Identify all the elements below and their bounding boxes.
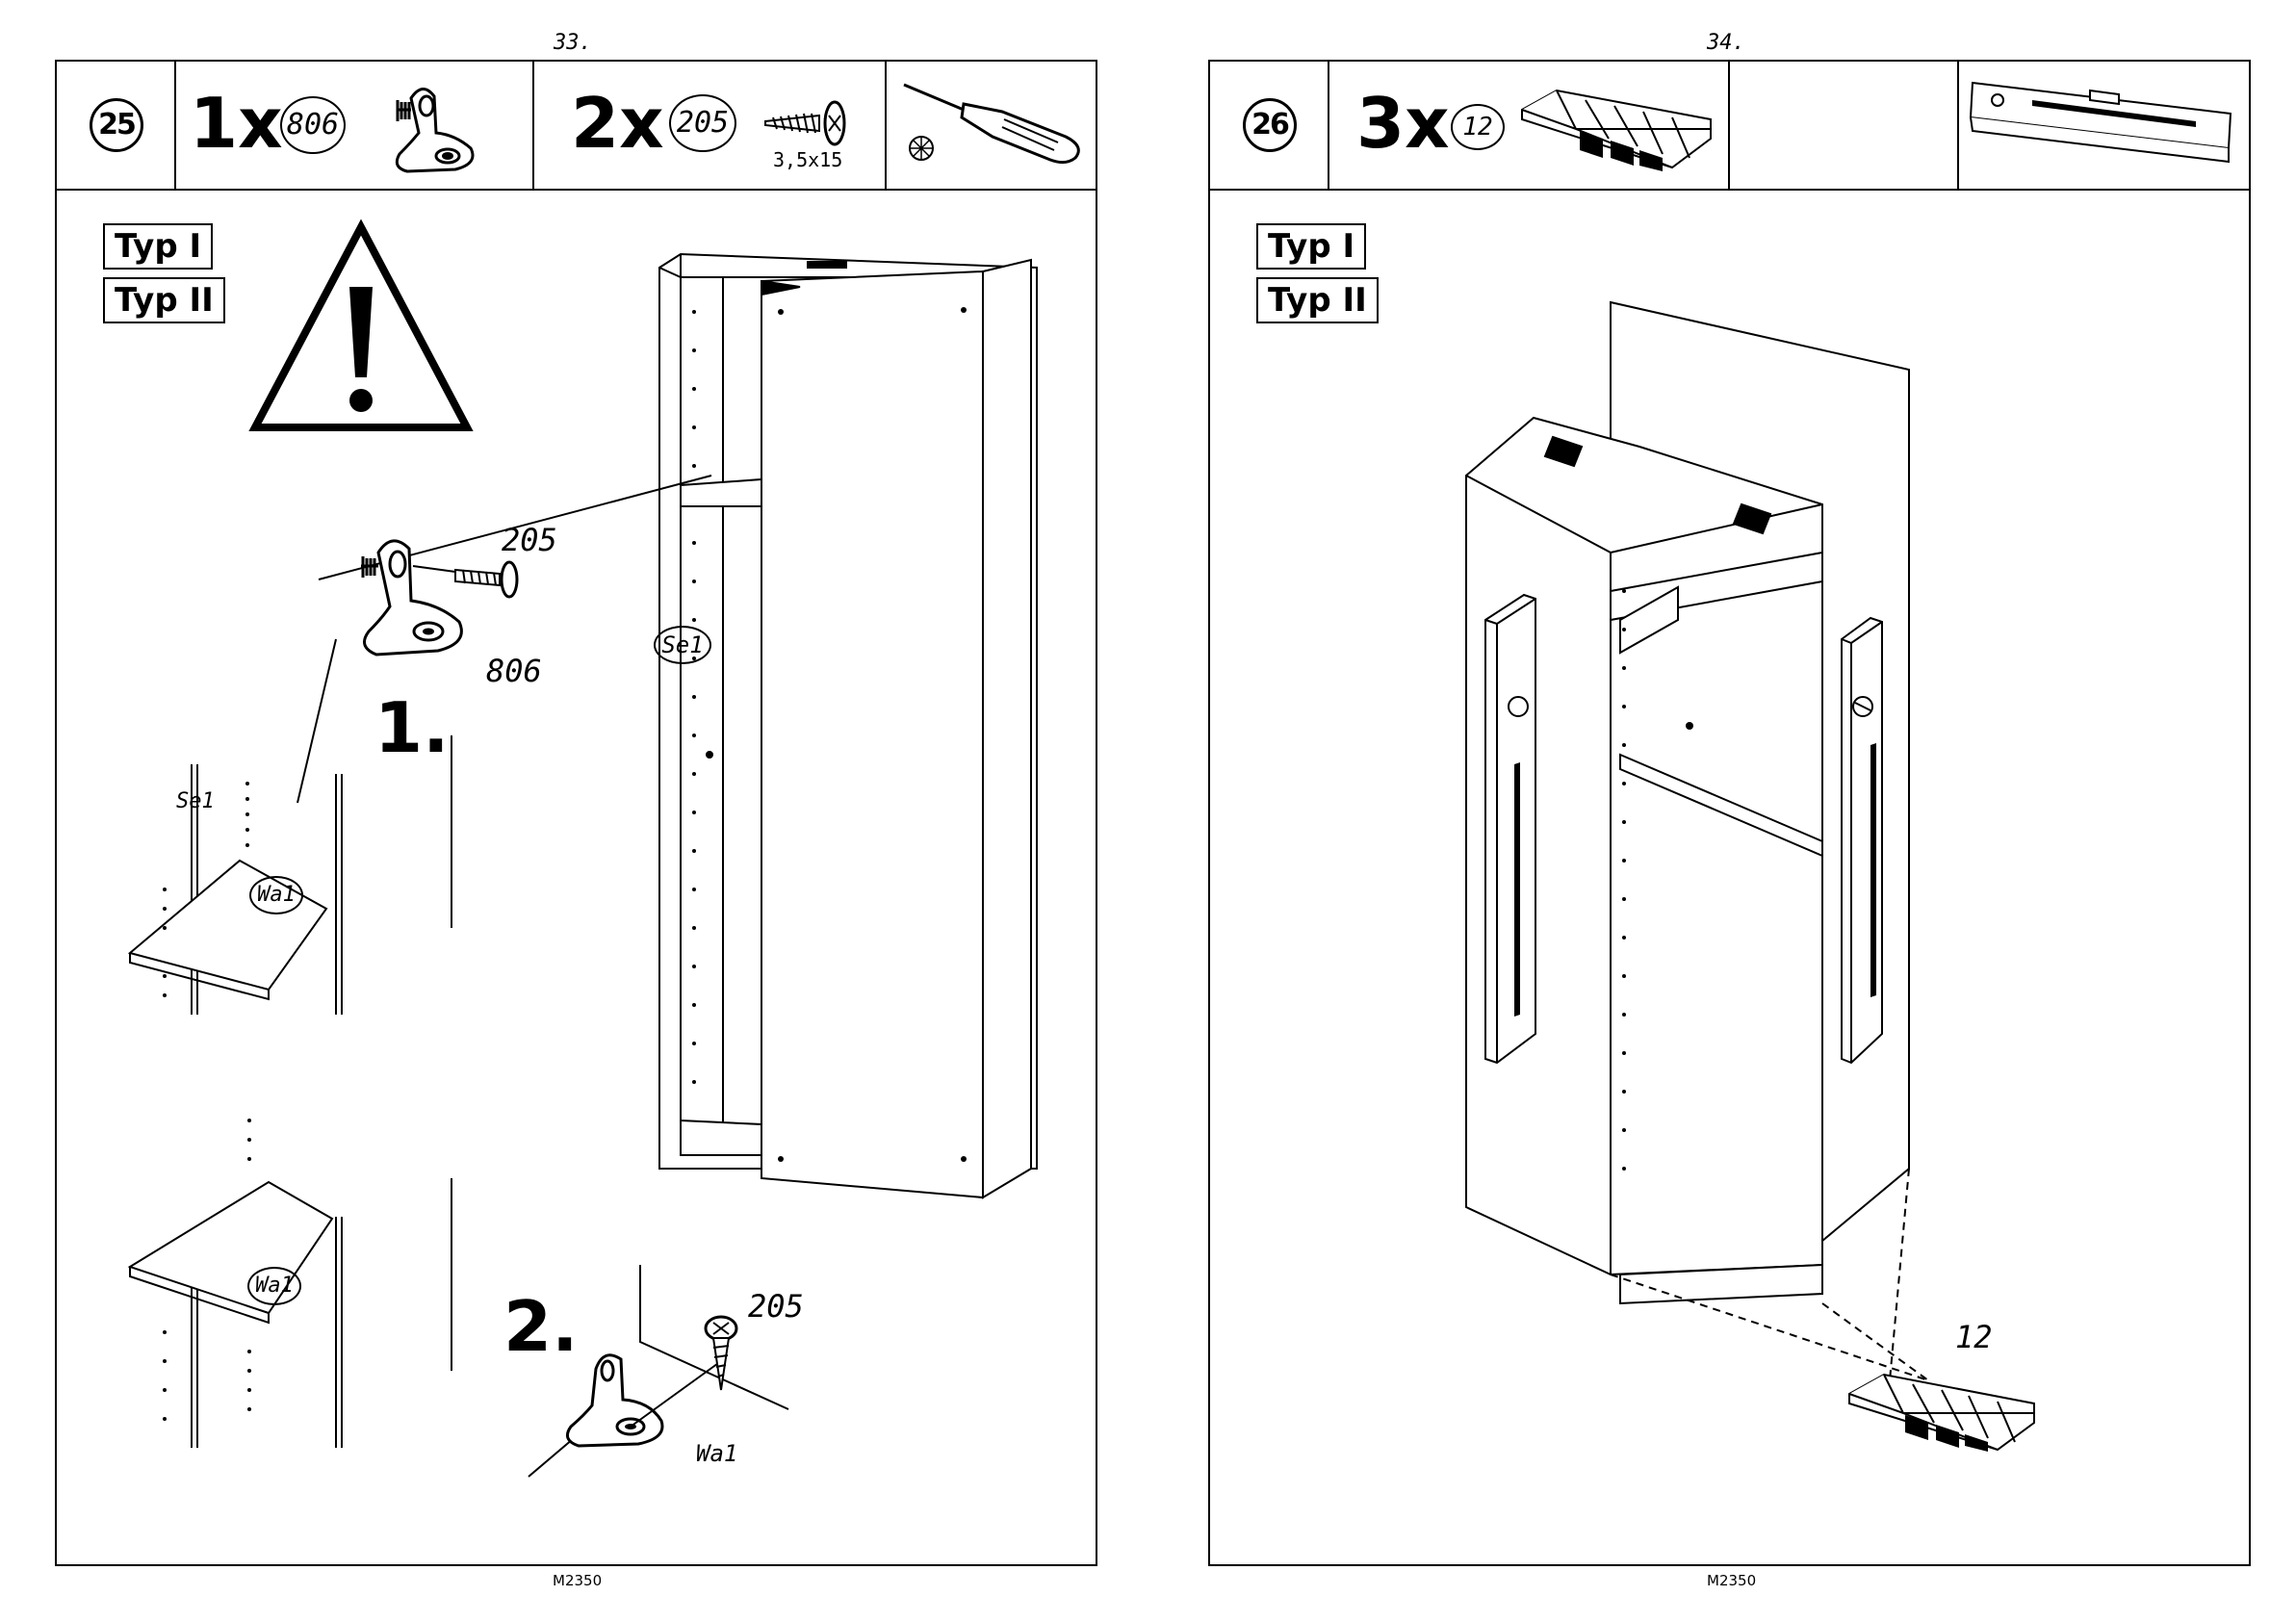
divider-line (448, 1178, 467, 1371)
right-page: 34. 26 3x 12 (1150, 0, 2296, 1622)
empty-cell (1730, 62, 1959, 189)
part-reference: 806 (280, 96, 346, 154)
page-number: 34. (1707, 31, 1745, 55)
bracket-icon (378, 71, 494, 187)
part-reference: 205 (669, 94, 736, 152)
sub-step-1: 1. (374, 687, 449, 768)
cabinet-illustration (646, 254, 1050, 1197)
part-quantity: 2x (571, 89, 664, 158)
parts-header: 26 3x 12 (1210, 62, 2249, 191)
shelf-label: Wa1 (247, 1267, 301, 1305)
typ-label: Typ I (1256, 223, 1366, 270)
left-page: 33. 25 1x 806 2x 205 (0, 0, 1146, 1622)
typ-label: Typ I (103, 223, 213, 270)
tool-cell (1959, 62, 2251, 189)
corner-cabinet-illustration (1466, 302, 1928, 1265)
model-code: M2350 (553, 1572, 602, 1589)
instruction-frame: 25 1x 806 2x 205 (55, 60, 1097, 1566)
warning-icon (245, 216, 477, 437)
typ-label: Typ II (103, 277, 225, 323)
typ-label: Typ II (1256, 277, 1379, 323)
screw-size: 3,5x15 (773, 148, 842, 171)
wedge-icon (1518, 81, 1720, 177)
step-number: 26 (1243, 98, 1297, 152)
model-code: M2350 (1707, 1572, 1756, 1589)
shelf-panel-label: Se1 (176, 789, 215, 813)
instruction-frame: 26 3x 12 (1208, 60, 2251, 1566)
screw-callout: 205 (502, 522, 557, 558)
part-quantity: 1x (190, 89, 283, 158)
wall-label: Wa1 (696, 1440, 737, 1467)
part-806-cell: 1x 806 (176, 62, 534, 189)
bracket-callout: 806 (486, 653, 542, 689)
step-cell: 25 (57, 62, 176, 189)
cabinet-panel-label: Se1 (654, 626, 711, 664)
part-quantity: 3x (1356, 89, 1450, 158)
step-number: 25 (90, 98, 143, 152)
wedge-callout: 12 (1955, 1319, 1993, 1355)
step-cell: 26 (1210, 62, 1329, 189)
screw-callout: 205 (748, 1288, 804, 1325)
tool-cell (887, 62, 1097, 189)
shelf-label: Wa1 (249, 876, 303, 914)
screw-icon (761, 96, 858, 154)
part-12-cell: 3x 12 (1329, 62, 1730, 189)
part-reference: 12 (1451, 104, 1505, 150)
page-number: 33. (554, 31, 592, 55)
part-205-cell: 2x 205 3,5x15 (534, 62, 887, 189)
spirit-level-icon (1965, 75, 2244, 171)
wedge-illustration (1845, 1365, 2038, 1452)
divider-line (448, 735, 467, 928)
parts-header: 25 1x 806 2x 205 (57, 62, 1096, 191)
screwdriver-icon (896, 77, 1089, 173)
